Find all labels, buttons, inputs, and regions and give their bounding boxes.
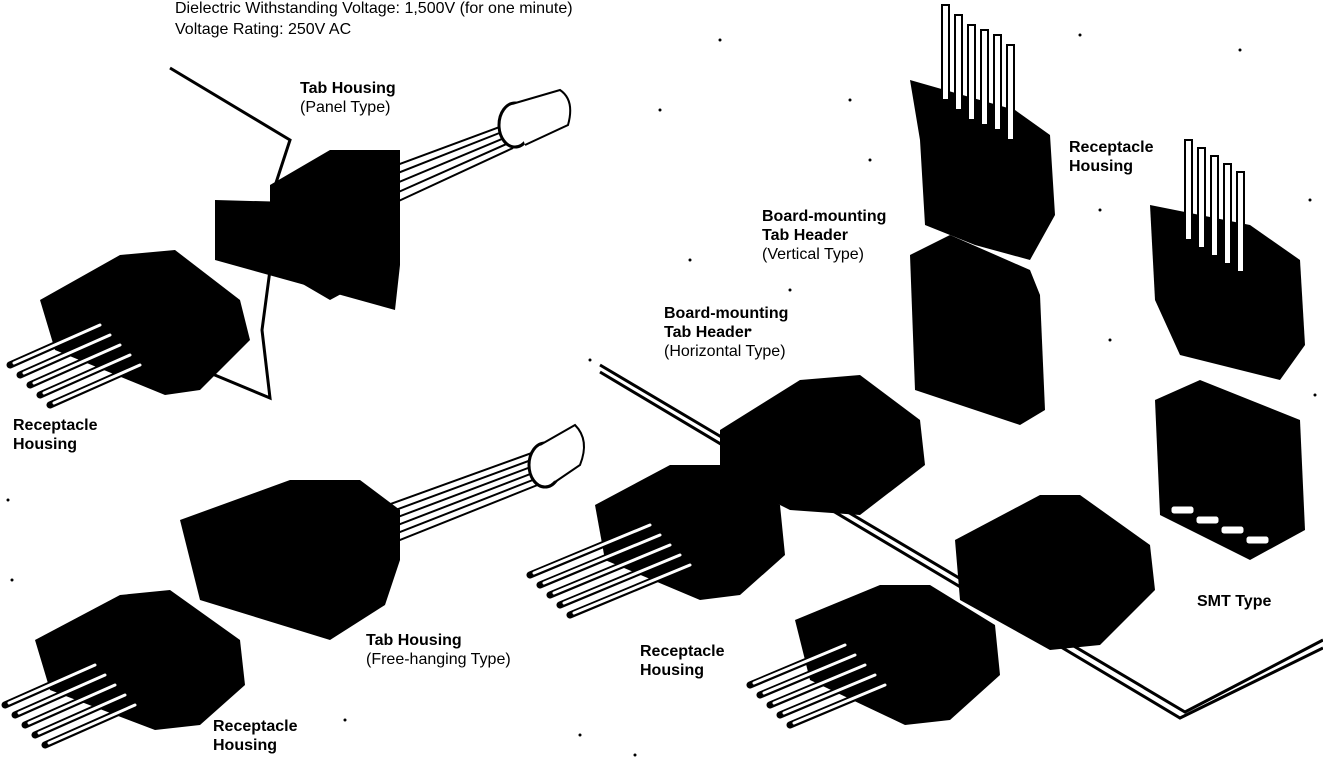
label-receptacle-left-bottom: Receptacle Housing bbox=[213, 717, 298, 755]
label-title: Tab Housing bbox=[366, 631, 511, 650]
label-smt-type: SMT Type bbox=[1197, 592, 1271, 611]
receptacle-housing-vertical-top bbox=[910, 5, 1055, 260]
smt-type-header bbox=[1155, 380, 1305, 560]
label-line2: Housing bbox=[1069, 157, 1154, 176]
label-receptacle-right-top: Receptacle Housing bbox=[1069, 138, 1154, 176]
label-sub: (Vertical Type) bbox=[762, 245, 886, 264]
receptacle-housing-middle bbox=[530, 465, 785, 615]
label-line2: Housing bbox=[640, 661, 725, 680]
label-line1: Board-mounting bbox=[664, 304, 788, 323]
label-line2: Housing bbox=[213, 736, 298, 755]
label-line2: Housing bbox=[13, 435, 98, 454]
label-line1: Board-mounting bbox=[762, 207, 886, 226]
receptacle-housing-bottom-right bbox=[750, 585, 1000, 725]
label-receptacle-left-top: Receptacle Housing bbox=[13, 416, 98, 454]
label-tab-housing-free: Tab Housing (Free-hanging Type) bbox=[366, 631, 511, 669]
label-title: Tab Housing bbox=[300, 79, 396, 98]
dielectric-voltage-spec: Dielectric Withstanding Voltage: 1,500V … bbox=[175, 0, 573, 18]
label-line1: Receptacle bbox=[640, 642, 725, 661]
label-board-tab-vertical: Board-mounting Tab Header (Vertical Type… bbox=[762, 207, 886, 264]
label-tab-housing-panel: Tab Housing (Panel Type) bbox=[300, 79, 396, 117]
receptacle-housing-left-top bbox=[10, 250, 250, 405]
label-line1: Receptacle bbox=[1069, 138, 1154, 157]
board-tab-header-vertical bbox=[910, 235, 1045, 425]
label-line1: Receptacle bbox=[13, 416, 98, 435]
receptacle-housing-vertical-right bbox=[1150, 140, 1305, 380]
label-board-tab-horizontal: Board-mounting Tab Header (Horizontal Ty… bbox=[664, 304, 788, 361]
label-sub: (Horizontal Type) bbox=[664, 342, 788, 361]
label-title: SMT Type bbox=[1197, 592, 1271, 611]
label-sub: (Panel Type) bbox=[300, 98, 396, 117]
label-sub: (Free-hanging Type) bbox=[366, 650, 511, 669]
label-line2: Tab Header bbox=[762, 226, 886, 245]
label-line1: Receptacle bbox=[213, 717, 298, 736]
label-line2: Tab Header bbox=[664, 323, 788, 342]
label-receptacle-middle: Receptacle Housing bbox=[640, 642, 725, 680]
voltage-rating-spec: Voltage Rating: 250V AC bbox=[175, 21, 351, 39]
receptacle-housing-left-bottom bbox=[5, 590, 245, 745]
tab-housing-free-hanging bbox=[180, 425, 584, 640]
